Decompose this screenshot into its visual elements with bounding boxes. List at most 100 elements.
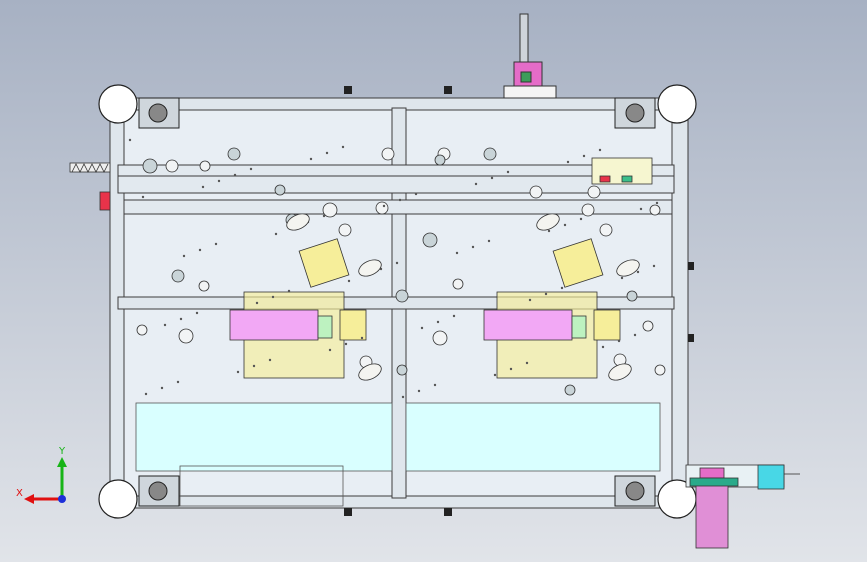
bolt-hole (483, 147, 497, 161)
screw-dot (271, 295, 275, 299)
caster-top-right (657, 84, 697, 124)
bolt-hole (564, 384, 576, 396)
screw-dot (490, 176, 494, 180)
bolt-hole (274, 184, 286, 196)
screw-dot (341, 145, 345, 149)
bolt-hole (375, 201, 389, 215)
motor-module-left (229, 238, 367, 379)
screw-dot (401, 395, 405, 399)
screw-dot (141, 195, 145, 199)
oval-slot (608, 363, 632, 381)
screw-dot (274, 232, 278, 236)
screw-dot (560, 286, 564, 290)
screw-dot (544, 292, 548, 296)
bolt-hole (171, 269, 185, 283)
screw-dot (325, 151, 329, 155)
screw-dot (217, 179, 221, 183)
bolt-hole (642, 320, 654, 332)
top-tab-1 (344, 86, 352, 94)
motor-module-right (483, 238, 621, 379)
screw-dot (179, 317, 183, 321)
right-tab-2 (688, 334, 694, 342)
triad-x-label: X (16, 488, 23, 499)
bolt-hole (529, 185, 543, 199)
motor-left-bracket (339, 309, 367, 341)
screw-dot (309, 157, 313, 161)
screw-dot (214, 242, 218, 246)
caster-wheels (98, 84, 697, 519)
screw-dot (633, 333, 637, 337)
cylinder-magenta-top (699, 467, 725, 479)
motor-right-bracket (593, 309, 621, 341)
screw-dot (344, 342, 348, 346)
bolt-hole (432, 330, 448, 346)
foot-pad-bottom-left (148, 481, 168, 501)
oval-slot (358, 259, 382, 277)
left-red-block (99, 191, 111, 211)
right-cylinder-assembly (685, 464, 800, 549)
foot-pad-top-left (148, 103, 168, 123)
screw-dot (655, 201, 659, 205)
top-mast (503, 13, 557, 99)
screw-dot (601, 345, 605, 349)
screw-dot (509, 367, 513, 371)
bolt-hole (338, 223, 352, 237)
screw-dot (128, 138, 132, 142)
upper-rail (117, 164, 675, 194)
triad-z-origin (58, 495, 66, 503)
screw-dot (639, 207, 643, 211)
caster-bottom-left (98, 479, 138, 519)
screw-dot (236, 370, 240, 374)
screw-dot (528, 298, 532, 302)
screw-dot (417, 389, 421, 393)
screw-dot (652, 264, 656, 268)
screw-dot (195, 311, 199, 315)
bolt-hole (422, 232, 438, 248)
screw-dot (452, 314, 456, 318)
bolt-hole (654, 364, 666, 376)
bolt-hole (599, 223, 613, 237)
hardware-details (128, 138, 666, 399)
screw-dot (347, 279, 351, 283)
motor-right-coupler (571, 315, 587, 339)
screw-dot (420, 326, 424, 330)
mast-mount-green (520, 71, 532, 83)
screw-dot (566, 160, 570, 164)
screw-dot (322, 214, 326, 218)
top-tab-2 (444, 86, 452, 94)
motor-left-arm (298, 238, 350, 288)
glass-panel-left (135, 402, 393, 472)
bolt-hole (178, 328, 194, 344)
foot-pad-bottom-right (625, 481, 645, 501)
screw-dot (252, 364, 256, 368)
bolt-hole (198, 280, 210, 292)
screw-dot (617, 339, 621, 343)
bolt-hole (381, 147, 395, 161)
screw-dot (579, 217, 583, 221)
sensor-block-right (591, 157, 653, 185)
screw-dot (201, 185, 205, 189)
bottom-tray (179, 465, 344, 507)
oval-slot (358, 363, 382, 381)
screw-dot (182, 254, 186, 258)
screw-dot (160, 386, 164, 390)
bolt-hole (581, 203, 595, 217)
screw-dot (598, 148, 602, 152)
motor-left-body (229, 309, 319, 341)
screw-dot (395, 261, 399, 265)
screw-dot (398, 198, 402, 202)
screw-dot (328, 348, 332, 352)
left-attachments (69, 162, 111, 211)
bolt-hole (142, 158, 158, 174)
oval-slot (616, 259, 640, 277)
sensor-block-green (621, 175, 633, 183)
screw-dot (414, 192, 418, 196)
screw-dot (176, 380, 180, 384)
screw-dot (563, 223, 567, 227)
screw-dot (506, 170, 510, 174)
triad-y-label: Y (58, 446, 66, 457)
foot-brackets (138, 97, 656, 507)
screw-dot (255, 301, 259, 305)
coordinate-triad: X Y (16, 446, 67, 504)
